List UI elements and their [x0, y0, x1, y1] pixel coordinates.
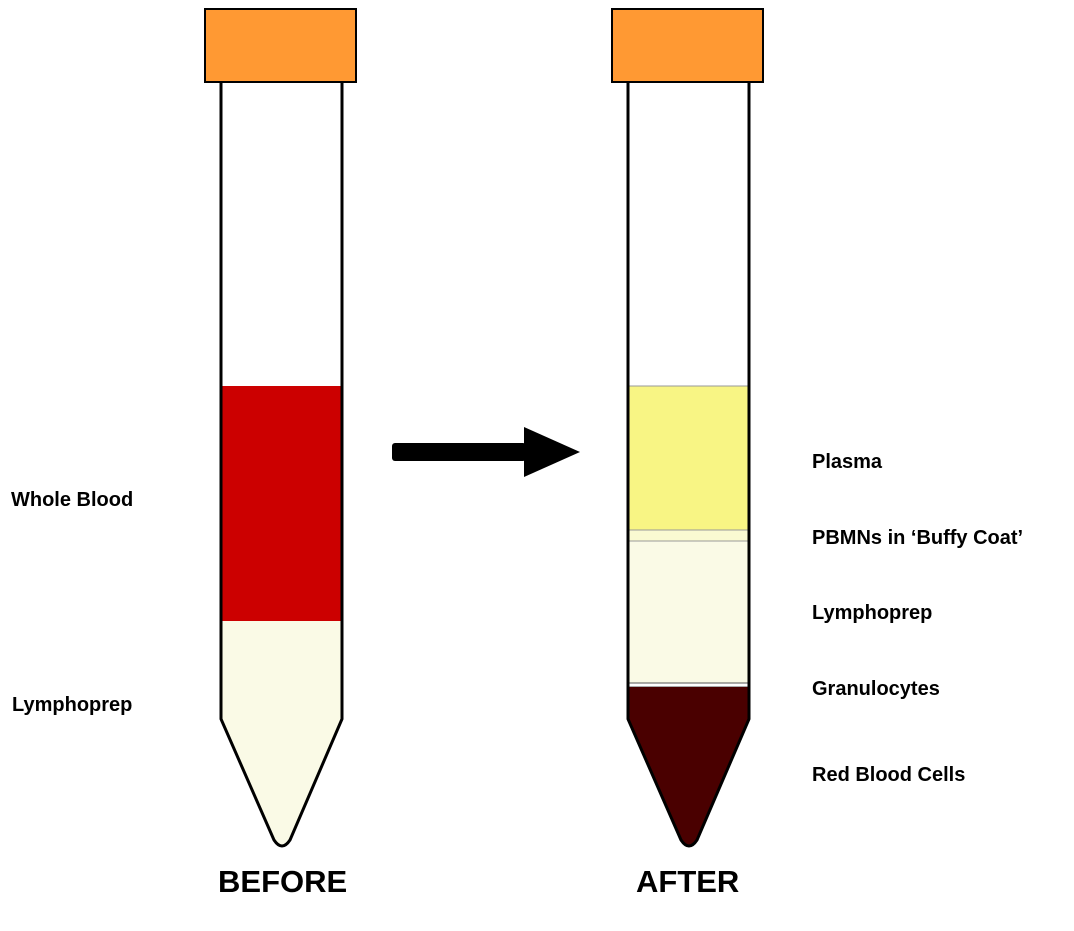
- after-buffy-coat-label: PBMNs in ‘Buffy Coat’: [812, 528, 1023, 548]
- after-plasma-layer: [628, 386, 749, 530]
- after-red-blood-cells-layer: [628, 687, 749, 846]
- before-tube-cap: [205, 9, 356, 82]
- after-tube: [612, 9, 763, 846]
- before-lymphoprep-label: Lymphoprep: [12, 695, 132, 715]
- before-caption: BEFORE: [218, 866, 347, 897]
- after-lymphoprep-layer: [628, 541, 749, 683]
- after-caption: AFTER: [636, 866, 739, 897]
- before-tube: [205, 9, 356, 846]
- after-red-blood-cells-label: Red Blood Cells: [812, 765, 965, 785]
- after-tube-cap: [612, 9, 763, 82]
- arrow-head: [524, 427, 580, 477]
- arrow-shaft: [392, 443, 526, 461]
- after-granulocytes-layer: [628, 683, 749, 687]
- before-whole-blood-label: Whole Blood: [11, 490, 133, 510]
- process-arrow: [392, 427, 580, 477]
- after-plasma-label: Plasma: [812, 452, 882, 472]
- after-lymphoprep-label: Lymphoprep: [812, 603, 932, 623]
- after-buffy-coat-layer: [628, 530, 749, 541]
- after-granulocytes-label: Granulocytes: [812, 679, 940, 699]
- before-whole-blood-layer: [221, 386, 342, 621]
- before-lymphoprep-layer: [221, 621, 342, 846]
